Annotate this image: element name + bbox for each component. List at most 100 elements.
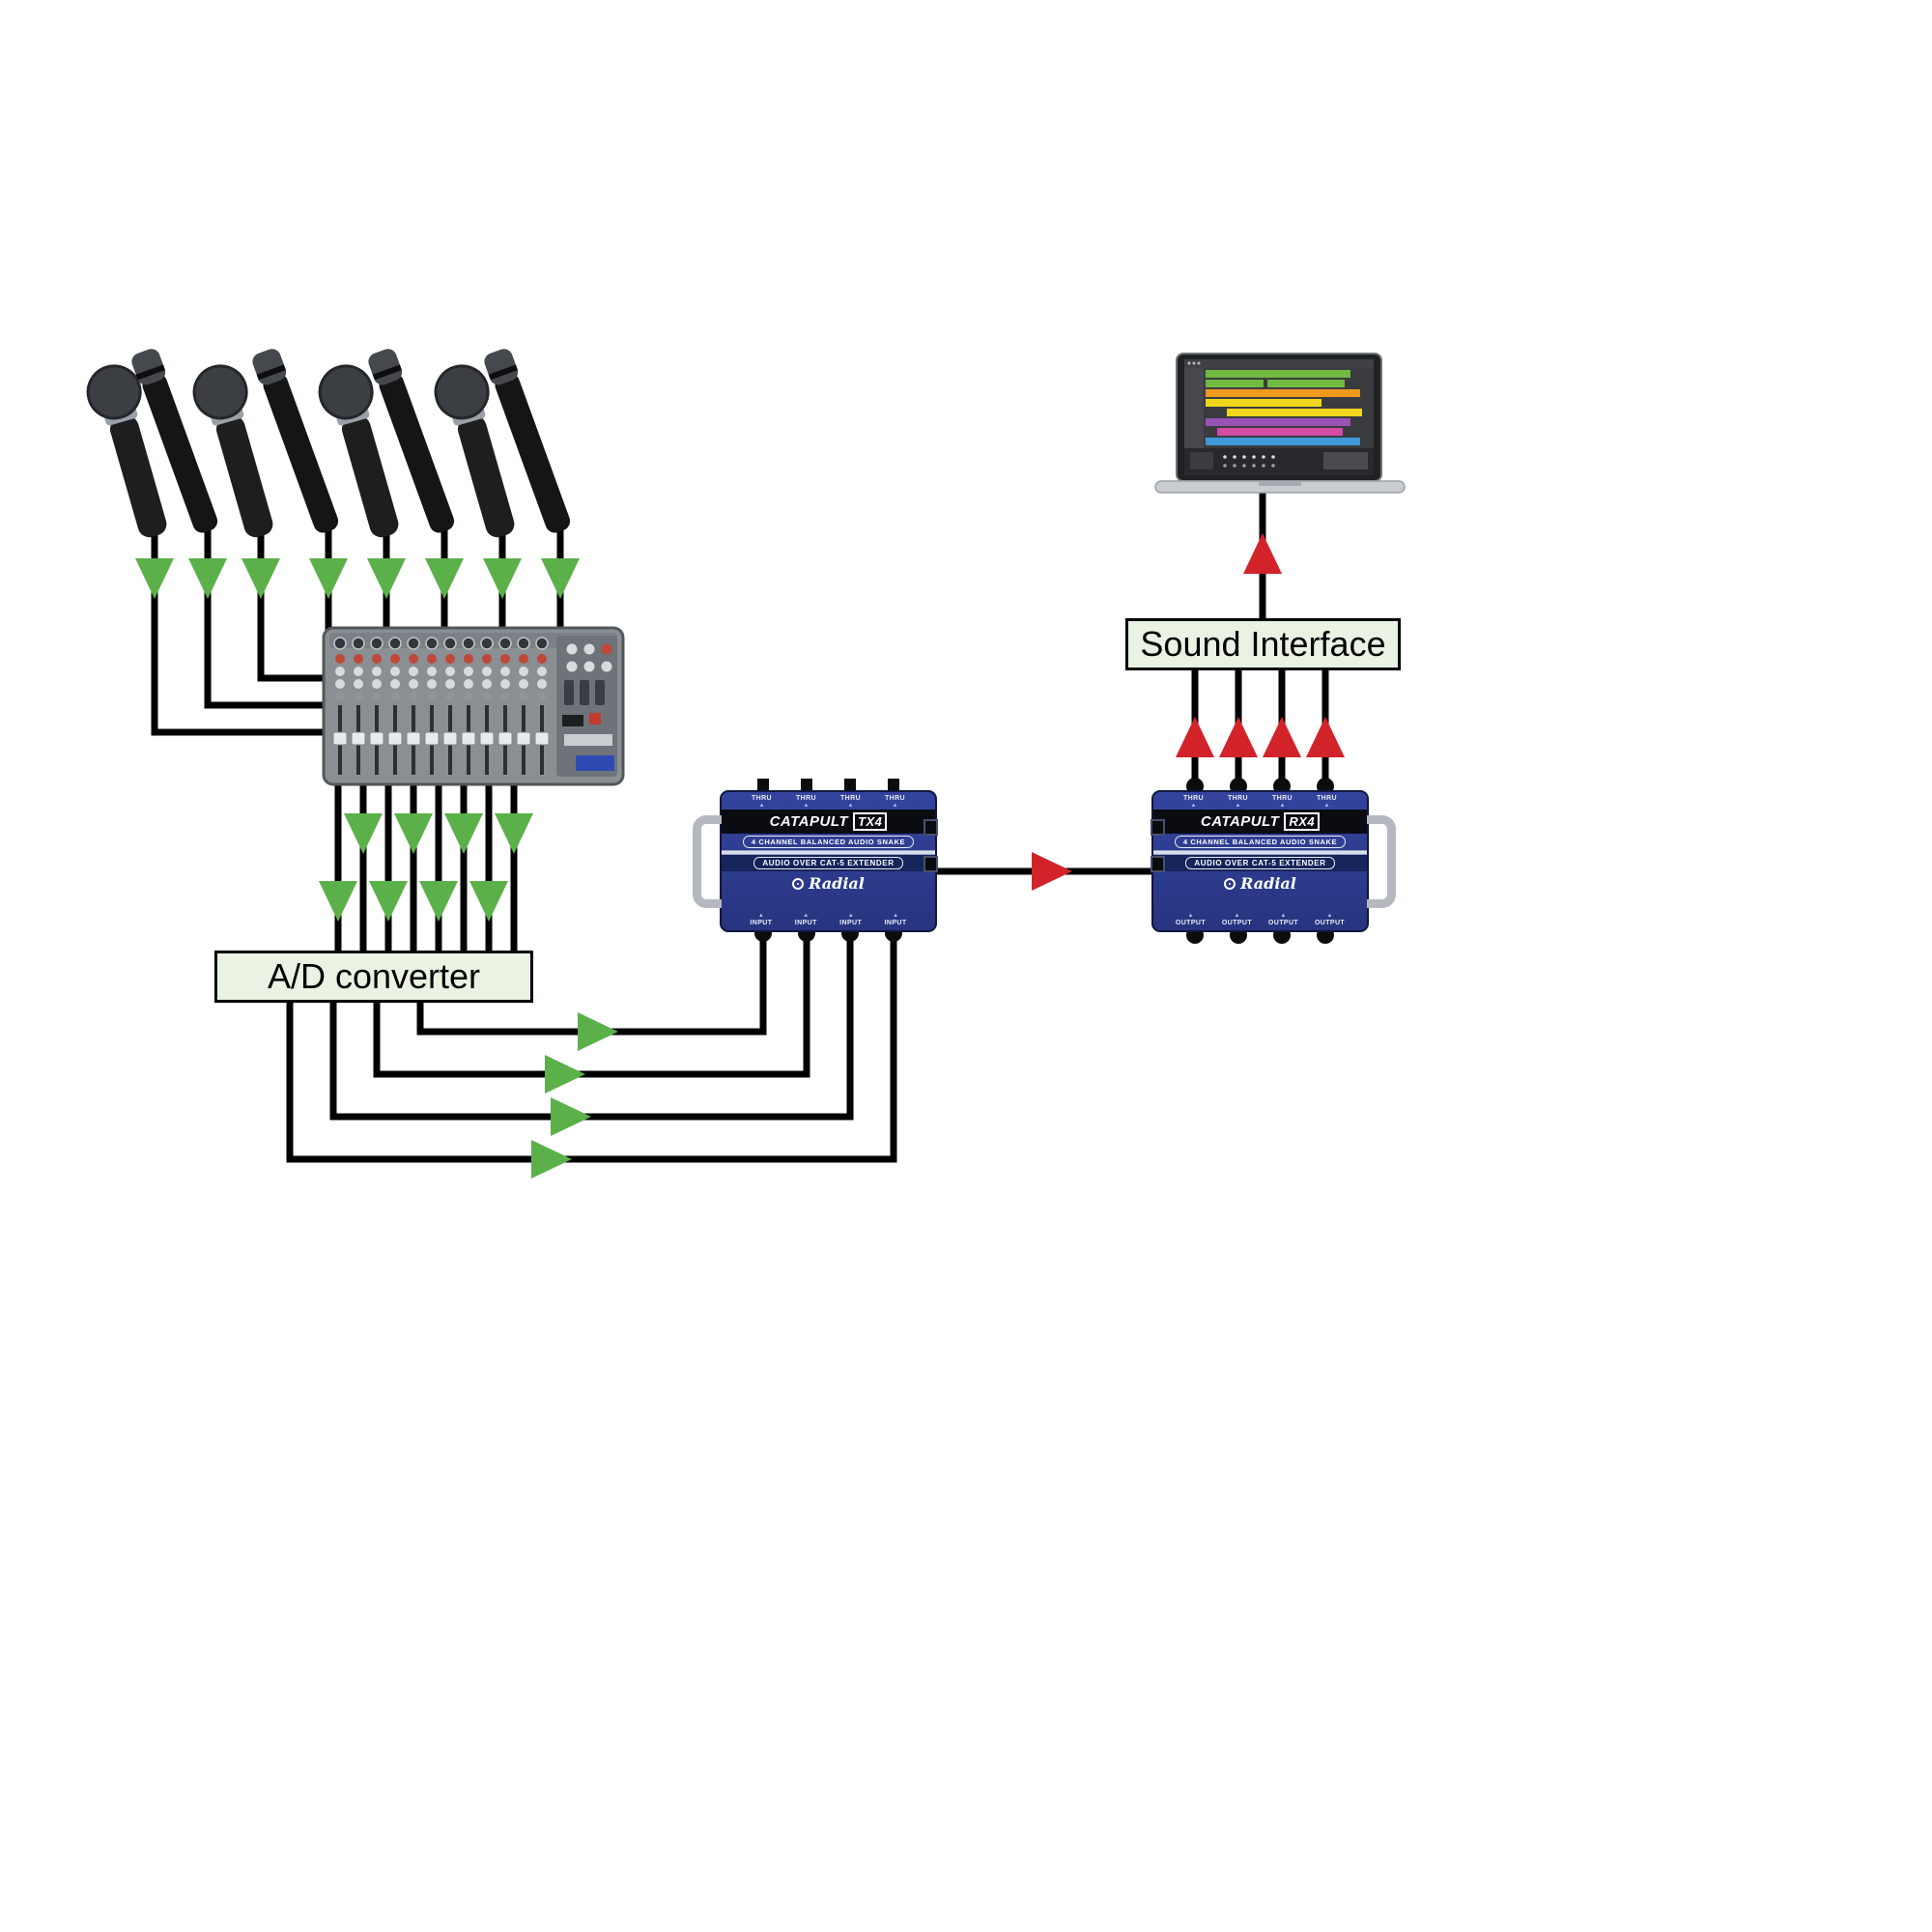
port-label: INPUT: [839, 920, 863, 926]
tx4-input-ports: ▲ INPUT ▲ INPUT ▲ INPUT ▲ INPUT: [722, 910, 935, 930]
warning-triangle-icon: ▲: [1235, 803, 1241, 809]
rx4-title: CATAPULT RX4: [1153, 810, 1367, 834]
sound-interface-label: Sound Interface: [1125, 618, 1401, 670]
warning-triangle-icon: ▲: [757, 913, 764, 919]
warning-triangle-icon: ▲: [847, 803, 854, 809]
tx4-chassis-seam: [722, 850, 935, 855]
red-right-arrow-icon: [1032, 852, 1072, 891]
green-right-arrow-icon: [578, 1012, 618, 1051]
mixing-console-icon: [322, 626, 625, 786]
rx4-subtitle: 4 CHANNEL BALANCED AUDIO SNAKE: [1174, 836, 1347, 848]
tx4-input-port: ▲ INPUT: [885, 913, 907, 926]
rx4-thru-port: THRU ▲: [1317, 795, 1337, 809]
radial-logo-icon: [792, 877, 805, 890]
green-down-arrow-icon: [541, 558, 580, 599]
port-label: THRU: [839, 795, 861, 802]
green-down-arrow-icon: [135, 558, 174, 599]
green-down-arrow-icon: [367, 558, 406, 599]
tx4-input-port: ▲ INPUT: [795, 913, 817, 926]
green-down-arrow-icon: [469, 881, 508, 922]
port-label: THRU: [1271, 795, 1293, 802]
port-label: THRU: [795, 795, 816, 802]
tx4-subtitle: 4 CHANNEL BALANCED AUDIO SNAKE: [742, 836, 915, 848]
tx4-thru-port: THRU ▲: [752, 795, 772, 809]
port-label: INPUT: [750, 920, 773, 926]
tx4-thru-ports: THRU ▲ THRU ▲ THRU ▲ THRU ▲: [722, 792, 935, 810]
tx4-input-port: ▲ INPUT: [750, 913, 772, 926]
port-label: THRU: [1316, 795, 1337, 802]
rx4-output-port: ▲ OUTPUT: [1222, 913, 1252, 926]
tx4-title: CATAPULT TX4: [722, 810, 935, 834]
green-down-arrow-icon: [444, 813, 483, 854]
red-up-arrow-icon: [1176, 717, 1214, 757]
daw-mixer-panel: [1184, 448, 1374, 475]
mixer-master-section: [556, 636, 617, 777]
brand-text: Radial: [809, 874, 865, 893]
warning-triangle-icon: ▲: [847, 913, 854, 919]
green-down-arrow-icon: [425, 558, 464, 599]
tx4-band-label: AUDIO OVER CAT-5 EXTENDER: [753, 857, 903, 869]
warning-triangle-icon: ▲: [1280, 913, 1287, 919]
port-label: OUTPUT: [1175, 920, 1207, 926]
tx4-title-model: TX4: [853, 812, 888, 831]
green-right-arrow-icon: [531, 1140, 572, 1179]
rx4-chassis-seam: [1153, 850, 1367, 855]
red-up-arrow-icon: [1219, 717, 1258, 757]
warning-triangle-icon: ▲: [803, 913, 810, 919]
green-down-arrow-icon: [319, 881, 357, 922]
warning-triangle-icon: ▲: [892, 803, 898, 809]
tx4-catport-icon: [923, 819, 938, 836]
warning-triangle-icon: ▲: [1234, 913, 1240, 919]
green-right-arrow-icon: [551, 1097, 591, 1136]
port-label: INPUT: [884, 920, 907, 926]
rx4-brand: Radial: [1153, 871, 1367, 894]
tx4-title-main: CATAPULT: [769, 813, 849, 830]
green-down-arrow-icon: [483, 558, 522, 599]
green-down-arrow-icon: [369, 881, 408, 922]
warning-triangle-icon: ▲: [1326, 913, 1333, 919]
catapult-tx4-device: THRU ▲ THRU ▲ THRU ▲ THRU ▲ CATAPULT TX4…: [693, 790, 938, 932]
green-down-arrow-icon: [242, 558, 280, 599]
warning-triangle-icon: ▲: [1187, 913, 1194, 919]
rx4-thru-port: THRU ▲: [1228, 795, 1248, 809]
rx4-output-port: ▲ OUTPUT: [1176, 913, 1206, 926]
tx4-handle: [693, 815, 722, 908]
green-down-arrow-icon: [394, 813, 433, 854]
warning-triangle-icon: ▲: [803, 803, 810, 809]
tx4-thru-port: THRU ▲: [796, 795, 816, 809]
red-up-arrow-icon: [1243, 533, 1282, 574]
port-label: INPUT: [794, 920, 817, 926]
port-label: THRU: [884, 795, 905, 802]
port-label: THRU: [751, 795, 772, 802]
green-down-arrow-icon: [344, 813, 383, 854]
port-label: OUTPUT: [1267, 920, 1299, 926]
microphone-group: [80, 346, 575, 545]
rx4-title-main: CATAPULT: [1200, 813, 1280, 830]
tx4-input-port: ▲ INPUT: [839, 913, 862, 926]
warning-triangle-icon: ▲: [1323, 803, 1330, 809]
port-label: OUTPUT: [1221, 920, 1253, 926]
radial-logo-icon: [1224, 877, 1236, 890]
port-label: THRU: [1182, 795, 1204, 802]
rx4-output-port: ▲ OUTPUT: [1315, 913, 1345, 926]
rx4-to-interface-cables: [1191, 667, 1329, 794]
port-label: OUTPUT: [1314, 920, 1346, 926]
catapult-rx4-device: THRU ▲ THRU ▲ THRU ▲ THRU ▲ CATAPULT RX4…: [1151, 790, 1396, 932]
brand-text: Radial: [1240, 874, 1296, 893]
green-right-arrow-icon: [545, 1055, 585, 1094]
rx4-catport-icon: [1151, 856, 1165, 872]
rx4-output-ports: ▲ OUTPUT ▲ OUTPUT ▲ OUTPUT ▲ OUTPUT: [1153, 910, 1367, 930]
rx4-thru-port: THRU ▲: [1183, 795, 1204, 809]
red-up-arrow-icon: [1306, 717, 1345, 757]
rx4-band-label: AUDIO OVER CAT-5 EXTENDER: [1185, 857, 1335, 869]
laptop-daw-icon: [1154, 353, 1406, 494]
tx4-thru-port: THRU ▲: [840, 795, 861, 809]
warning-triangle-icon: ▲: [1190, 803, 1197, 809]
tx4-thru-port: THRU ▲: [885, 795, 905, 809]
port-label: THRU: [1227, 795, 1248, 802]
mixer-to-adc-cables: [334, 779, 518, 956]
rx4-thru-port: THRU ▲: [1272, 795, 1293, 809]
warning-triangle-icon: ▲: [1279, 803, 1286, 809]
green-down-arrow-icon: [309, 558, 348, 599]
